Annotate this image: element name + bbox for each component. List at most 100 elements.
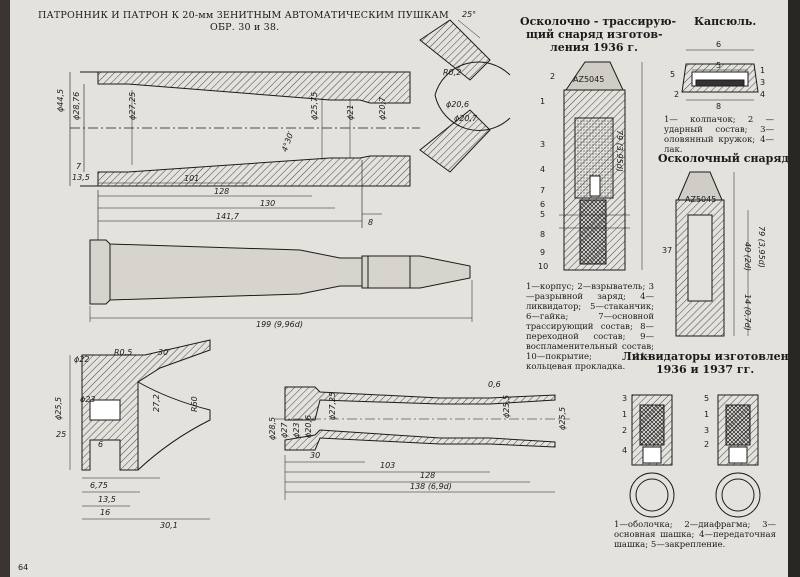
tracer-shell-section	[559, 61, 643, 271]
primer-dim-5b: 5	[670, 70, 676, 79]
case-dim-30: 30	[158, 348, 169, 357]
liq-right-2: 2	[704, 440, 710, 449]
section-dim-d255a: ϕ25,5	[502, 394, 511, 418]
chamber-dim-7: 7	[76, 162, 82, 171]
case-dim-d23: ϕ23	[80, 395, 96, 404]
case-dim-16: 16	[100, 508, 111, 517]
chamber-dim-141: 141,7	[216, 212, 239, 221]
tracer-shell-marking: AZ5045	[573, 75, 605, 84]
primer-dim-6: 6	[716, 40, 722, 49]
tracer-part-2: 2	[550, 72, 556, 81]
tracer-shell-length: 79 (3,95d)	[615, 130, 624, 172]
section-dim-d255b: ϕ25,5	[558, 406, 567, 430]
tracer-part-9: 9	[540, 248, 546, 257]
primer-dim-8: 8	[716, 102, 722, 111]
tracer-part-5: 5	[540, 210, 546, 219]
technical-drawing-sheet: ПАТРОННИК И ПАТРОН К 20-мм ЗЕНИТНЫМ АВТО…	[10, 0, 788, 577]
tracer-part-8: 8	[540, 230, 546, 239]
frag-shell-section	[675, 171, 749, 337]
primer-dim-5a: 5	[716, 61, 722, 70]
tracer-part-6: 6	[540, 200, 546, 209]
case-dim-d22: ϕ22	[74, 355, 90, 364]
chamber-dim-128: 128	[214, 187, 230, 196]
liq-left-3: 3	[622, 394, 628, 403]
case-dim-135: 13,5	[98, 495, 116, 504]
chamber-dim-d44: ϕ44,5	[56, 88, 65, 112]
primer-title: Капсюль.	[694, 15, 757, 28]
case-dim-r60: R60	[190, 396, 199, 412]
chamber-dim-d21: ϕ21	[346, 104, 355, 120]
case-longitudinal-section	[275, 386, 570, 500]
primer-caption: 1— колпачок; 2 — ударный состав; 3—оловя…	[664, 115, 774, 155]
tracer-part-7: 7	[540, 186, 546, 195]
case-dim-d25: ϕ25,5	[54, 396, 63, 420]
cartridge-outline	[89, 239, 473, 322]
tracer-shell-title-1: Осколочно - трассирую-	[520, 15, 677, 28]
frag-shell-marking: AZ5045	[685, 195, 717, 204]
section-dim-d285: ϕ28,5	[268, 416, 277, 440]
frag-dim-79: 79 (3,95d)	[757, 226, 766, 268]
liq-left-1: 1	[622, 410, 628, 419]
case-dim-675: 6,75	[90, 481, 108, 490]
chamber-dim-130: 130	[260, 199, 276, 208]
case-dim-301: 30,1	[160, 521, 178, 530]
liquidators-title-2: 1936 и 1937 гг.	[656, 363, 755, 376]
frag-dim-40: 40 (2d)	[743, 242, 752, 272]
tracer-shell-title-3: ления 1936 г.	[550, 41, 638, 54]
primer-part-3: 3	[760, 78, 766, 87]
frag-dim-37: 37	[662, 246, 673, 255]
detail-dim-25deg: 25°	[462, 10, 477, 19]
section-dim-103: 103	[380, 461, 396, 470]
section-dim-d206: ϕ20,6	[304, 414, 313, 438]
chamber-dim-d25: ϕ25,75	[310, 91, 319, 120]
section-dim-d27: ϕ27	[280, 422, 289, 438]
drawing-layer	[69, 19, 761, 520]
liquidators-caption: 1—оболочка; 2—диафрагма; 3—основная шашк…	[614, 520, 776, 550]
chamber-dim-101: 101	[184, 174, 200, 183]
tracer-shell-caption: 1—корпус; 2—взрыватель; 3—разрывной заря…	[526, 282, 654, 372]
liq-right-1: 1	[704, 410, 710, 419]
detail-dim-d207: ϕ20,7	[454, 114, 478, 123]
case-dim-25: 25	[56, 430, 67, 439]
chamber-dim-d28: ϕ28,76	[72, 91, 81, 120]
tracer-part-10: 10	[538, 262, 549, 271]
drawing-subtitle: ОБР. 30 и 38.	[210, 22, 280, 33]
section-dim-138: 138 (6,9d)	[410, 482, 452, 491]
chamber-detail-view	[419, 19, 511, 173]
page-shadow-edge	[0, 0, 10, 577]
chamber-dim-d207: ϕ20,7	[378, 96, 387, 120]
liquidators-title-1: Ликвидаторы изготовления	[622, 350, 788, 363]
liq-right-3: 3	[704, 426, 710, 435]
primer-section	[681, 49, 759, 101]
liq-left-2: 2	[622, 426, 628, 435]
chamber-dim-8: 8	[368, 218, 374, 227]
detail-dim-r02: R0,2	[443, 68, 462, 77]
cartridge-length: 199 (9,96d)	[256, 320, 303, 329]
section-dim-d23: ϕ23	[292, 422, 301, 438]
liq-left-4: 4	[622, 446, 628, 455]
primer-part-1: 1	[760, 66, 766, 75]
tracer-shell-title-2: щий снаряд изготов-	[526, 28, 663, 41]
page-number: 64	[18, 563, 29, 572]
frag-dim-14: 14 (0,7d)	[743, 294, 752, 331]
chamber-dim-d27: ϕ27,25	[128, 91, 137, 120]
primer-part-4: 4	[760, 90, 766, 99]
section-dim-128: 128	[420, 471, 436, 480]
drawing-title: ПАТРОННИК И ПАТРОН К 20-мм ЗЕНИТНЫМ АВТО…	[38, 10, 449, 21]
tracer-part-3: 3	[540, 140, 546, 149]
tracer-part-1: 1	[540, 97, 546, 106]
section-dim-06: 0,6	[488, 380, 501, 389]
frag-shell-title: Осколочный снаряд.	[658, 152, 788, 165]
case-dim-27: 27,2	[152, 394, 161, 412]
case-dim-r05: R0,5	[114, 348, 133, 357]
primer-part-2: 2	[674, 90, 680, 99]
section-dim-d2725: ϕ27,25	[328, 391, 337, 420]
chamber-section	[69, 71, 420, 240]
section-dim-30: 30	[310, 451, 321, 460]
chamber-dim-13: 13,5	[72, 173, 90, 182]
tracer-part-4: 4	[540, 165, 546, 174]
case-dim-6: 6	[98, 440, 104, 449]
case-base-detail	[69, 339, 211, 520]
liquidator-views	[629, 394, 761, 518]
detail-dim-d206: ϕ20,6	[446, 100, 470, 109]
